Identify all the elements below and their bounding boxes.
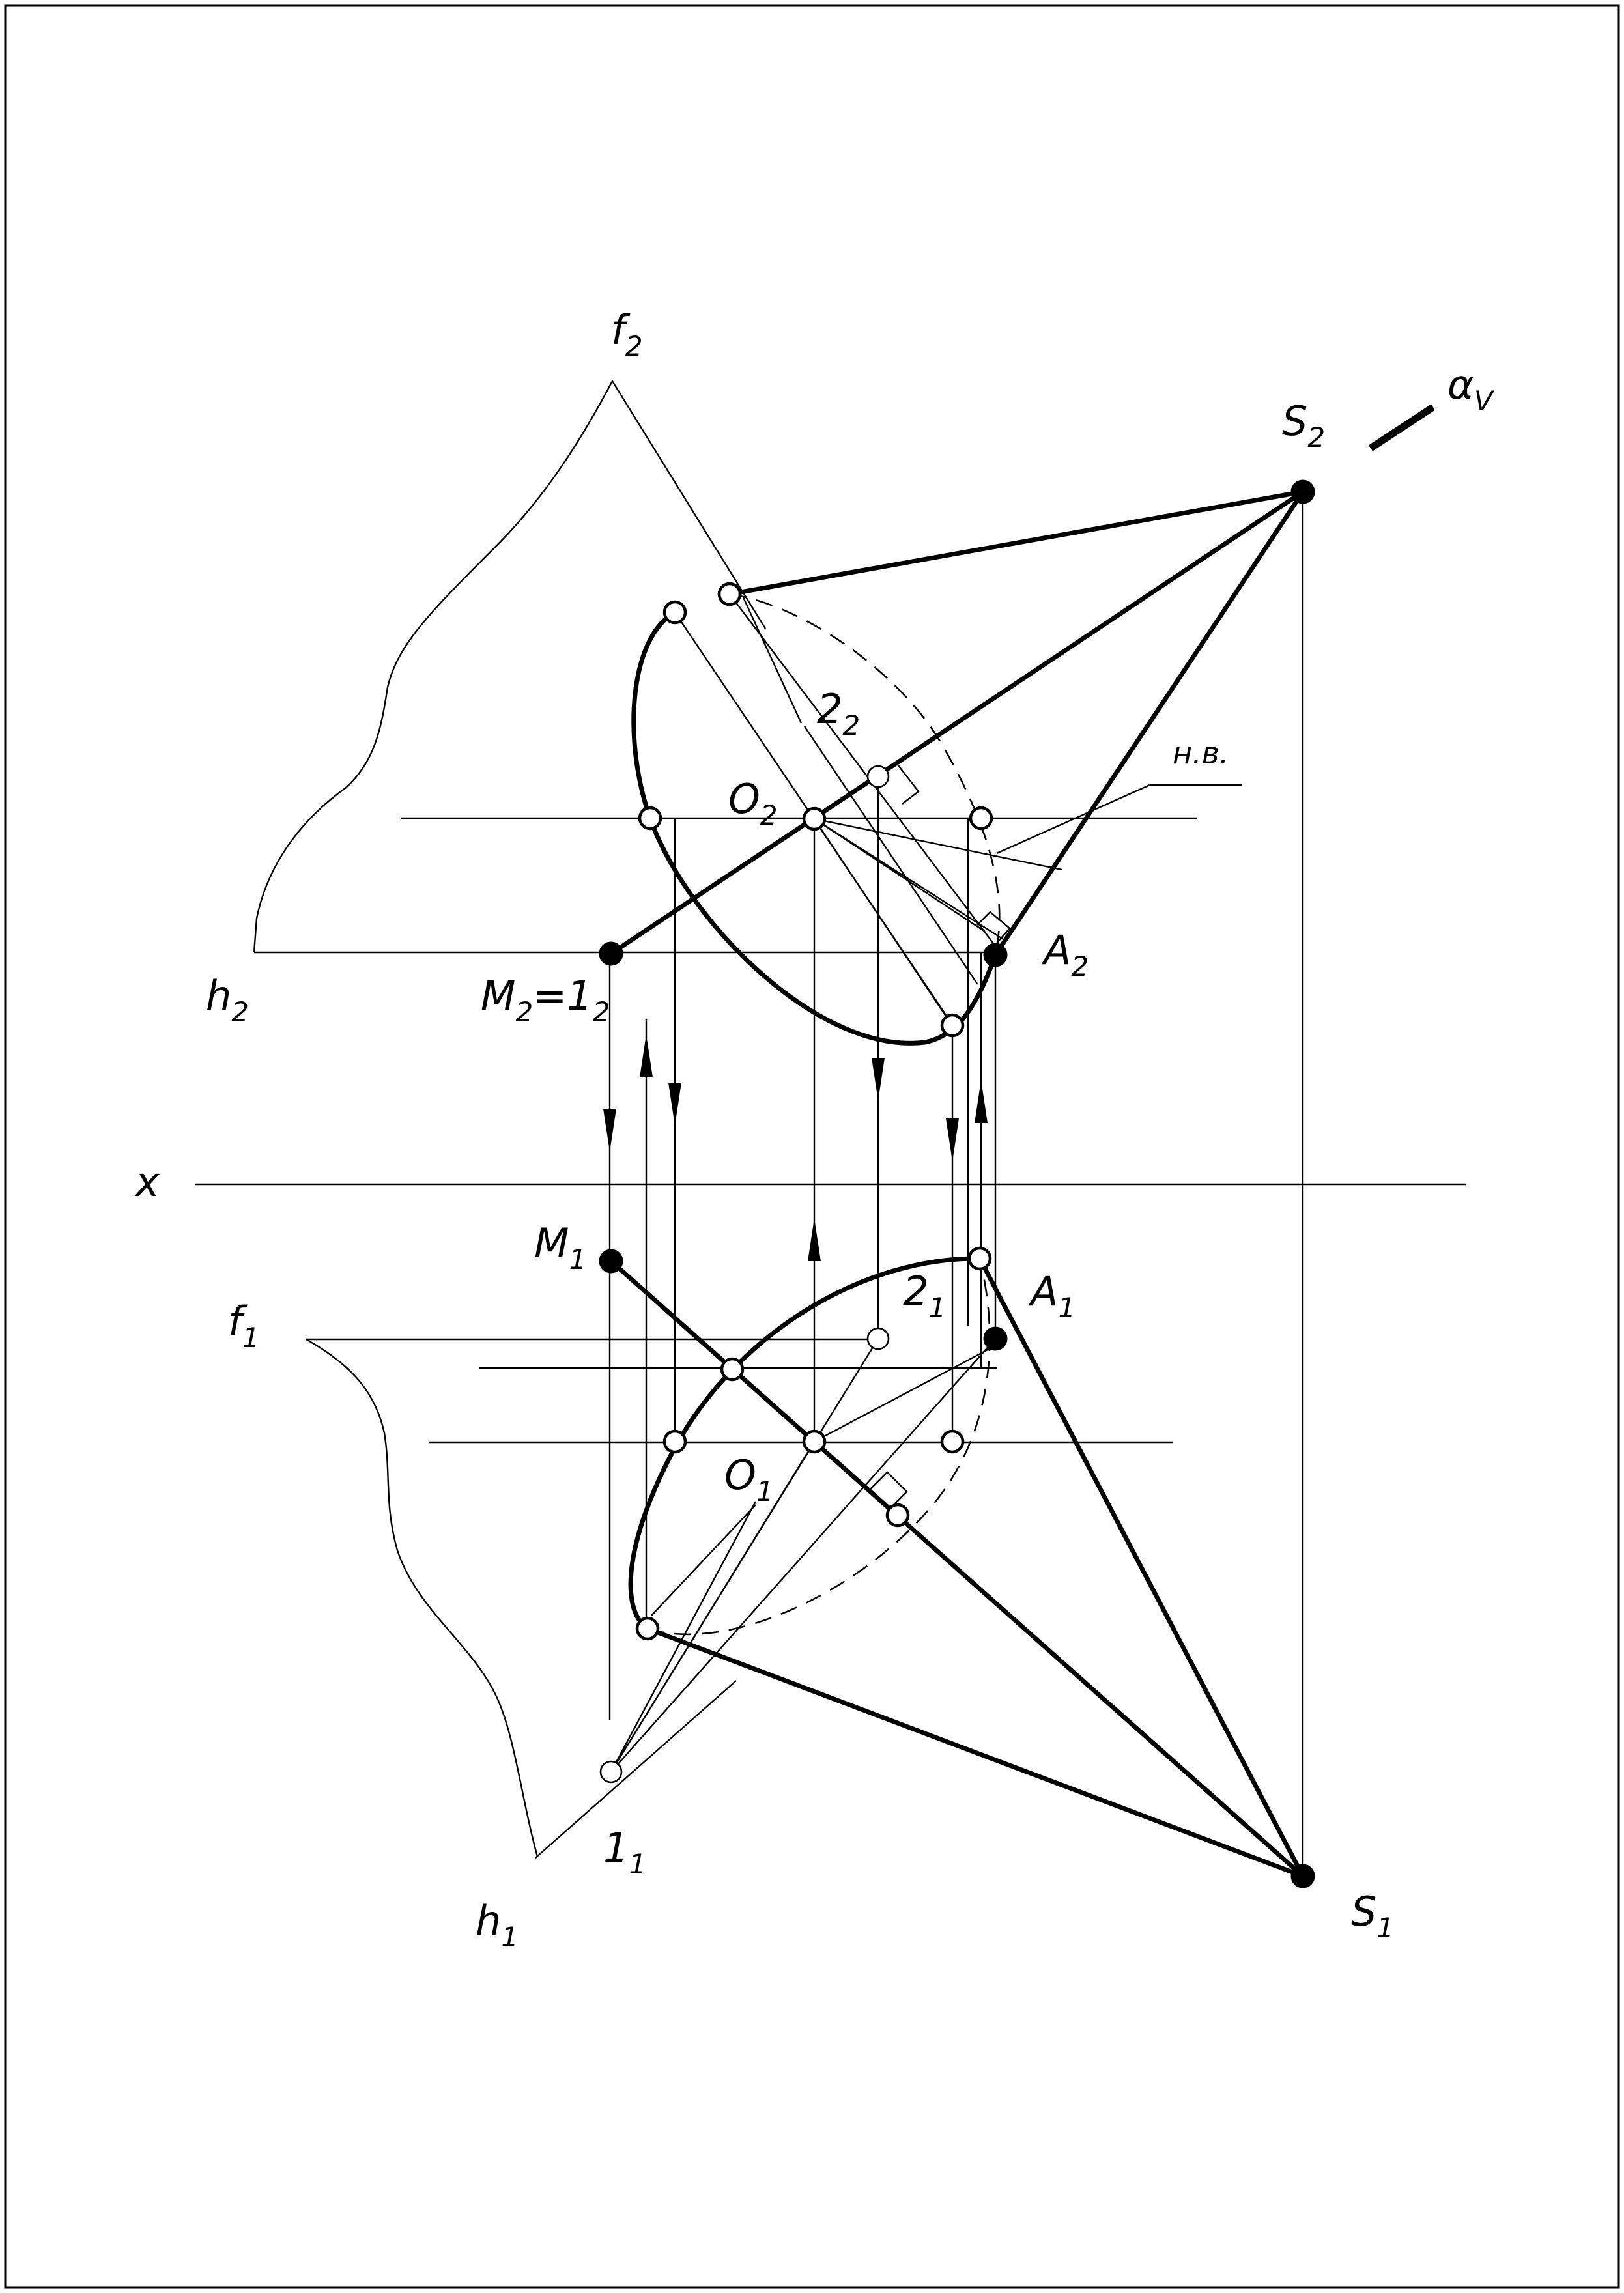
page-frame — [4, 4, 1620, 2289]
point-lower-axis — [885, 1503, 910, 1528]
point-left-o2 — [638, 806, 662, 831]
labels: f2 S2 αV 22 н.в. O2 A2 h2 M2=12 x M1 21 … — [134, 306, 1495, 1953]
point-a2 — [983, 943, 1008, 967]
point-top — [717, 582, 742, 606]
cone-axis-lower — [608, 1259, 1305, 1879]
label-m1: M1 — [534, 1219, 586, 1275]
point-1-1 — [599, 1760, 623, 1784]
label-a1: A1 — [1028, 1268, 1076, 1324]
right-angle-marks-upper — [879, 761, 1011, 944]
projection-arrows — [603, 1034, 988, 1261]
point-2-2 — [866, 765, 890, 788]
label-s1: S1 — [1351, 1888, 1394, 1944]
point-bottom-upper — [940, 1013, 965, 1038]
point-s2 — [1290, 479, 1315, 504]
cone-silhouette-lower — [645, 1256, 1305, 1879]
label-a2: A2 — [1041, 926, 1089, 982]
point-bottom-left — [635, 1616, 660, 1641]
construction-lines-lower — [610, 1338, 996, 1773]
plane-alpha-trace — [1368, 404, 1436, 451]
label-alpha-v: αV — [1447, 361, 1495, 417]
right-angle-mark-lower — [867, 1471, 908, 1512]
point-a1 — [983, 1326, 1008, 1351]
cone-axis-upper — [608, 489, 1305, 956]
point-top-left — [662, 600, 687, 625]
label-f2: f2 — [611, 306, 643, 362]
plane-outline-lower — [306, 1338, 879, 1859]
points-upper — [599, 479, 1315, 1038]
label-h2: h2 — [206, 972, 249, 1028]
label-2-1: 21 — [903, 1268, 946, 1324]
link-lines — [608, 492, 1304, 1876]
point-m1 — [599, 1249, 623, 1274]
label-2-2: 22 — [817, 685, 860, 741]
label-x: x — [134, 1158, 160, 1206]
label-nv: н.в. — [1173, 735, 1229, 771]
label-s2: S2 — [1282, 397, 1325, 453]
point-m2 — [599, 941, 623, 966]
point-right-o2 — [969, 806, 993, 831]
label-h1: h1 — [476, 1897, 519, 1953]
label-m2-eq-1-2: M2=12 — [481, 972, 610, 1028]
label-f1: f1 — [228, 1298, 260, 1354]
point-cross — [720, 1357, 745, 1382]
point-o2 — [802, 806, 827, 831]
point-left-o1 — [662, 1429, 687, 1454]
plane-outline-upper — [253, 379, 993, 954]
cone-silhouette-upper — [727, 489, 1305, 958]
label-1-1: 11 — [603, 1824, 646, 1880]
point-2-1 — [866, 1327, 890, 1350]
point-right-o1 — [940, 1429, 965, 1454]
points-lower — [599, 1246, 1315, 1888]
label-o2: O2 — [728, 775, 778, 831]
ellipse-hidden-lower — [647, 1258, 991, 1636]
point-s1 — [1290, 1864, 1315, 1888]
label-o1: O1 — [724, 1451, 774, 1507]
point-top-lower — [967, 1246, 992, 1271]
point-o1 — [802, 1429, 827, 1454]
ellipse-visible-lower — [628, 1256, 982, 1631]
